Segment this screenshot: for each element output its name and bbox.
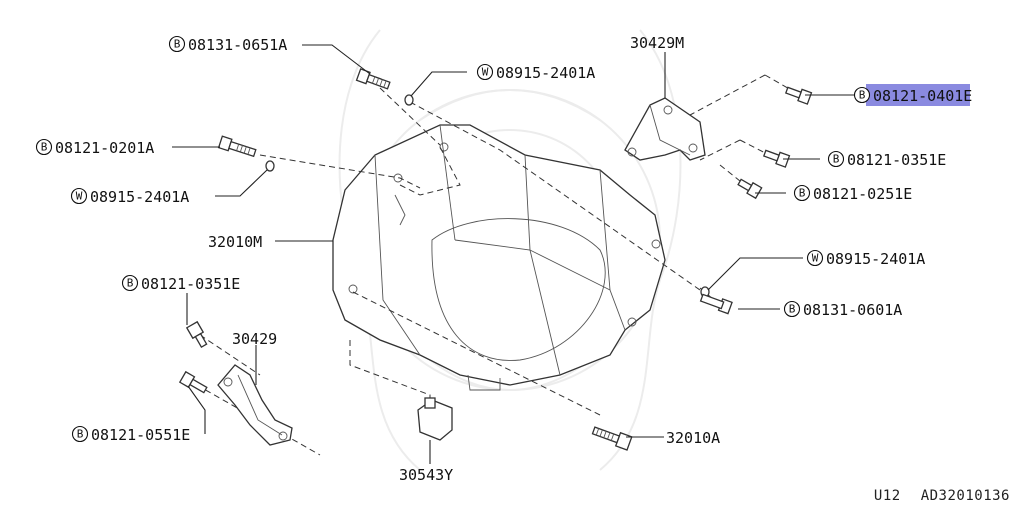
callout-7-label: 08121-0401E [873, 87, 972, 105]
callout-5-label: 32010M [208, 233, 262, 251]
washer-left [265, 160, 275, 172]
callout-8-label: 08121-0351E [847, 151, 946, 169]
callout-11-label: 08131-0601A [803, 301, 902, 319]
callout-11-badge: B [789, 303, 796, 316]
bolt-08131-0601A [699, 293, 733, 315]
callout-12-badge: B [127, 277, 134, 290]
callout-10-badge: W [812, 252, 819, 265]
callout-2-label: 08915-2401A [496, 64, 595, 82]
callout-10-label: 08915-2401A [826, 250, 925, 268]
bracket-30429M [624, 97, 706, 161]
part-30543Y [417, 397, 453, 441]
washer-upper [404, 94, 414, 106]
bolt-08121-0251E [737, 178, 763, 200]
bolt-08121-0551E [178, 370, 208, 394]
callout-14-label: 08121-0551E [91, 426, 190, 444]
bolt-08121-0351E-right [762, 149, 791, 168]
callout-1-label: 08131-0651A [188, 36, 287, 54]
bracket-30429 [217, 364, 293, 446]
callout-14-badge: B [77, 428, 84, 441]
callout-16-label: 30543Y [399, 466, 453, 484]
bolt-08131-0651A [355, 68, 391, 90]
leader-lines [172, 44, 856, 464]
bolt-08121-0351E-left [185, 320, 208, 348]
callout-7-badge: B [859, 89, 866, 102]
callout-2-badge: W [482, 66, 489, 79]
callout-1-badge: B [174, 38, 181, 51]
callout-12-label: 08121-0351E [141, 275, 240, 293]
highlight-box [866, 84, 970, 106]
callout-labels: B 08131-0651A W 08915-2401A B 08121-0201… [35, 34, 972, 484]
bolt-08121-0201A [217, 135, 257, 158]
callout-9-badge: B [799, 187, 806, 200]
callout-13-label: 30429 [232, 330, 277, 348]
callout-8-badge: B [833, 153, 840, 166]
callout-4-badge: W [76, 190, 83, 203]
diagram-footer: U12 AD32010136 [854, 488, 1010, 504]
callout-3-badge: B [41, 141, 48, 154]
callout-4-label: 08915-2401A [90, 188, 189, 206]
bolt-08121-0401E [784, 86, 813, 105]
callout-6-label: 30429M [630, 34, 684, 52]
fasteners [178, 68, 813, 451]
callout-3-label: 08121-0201A [55, 139, 154, 157]
footer-diagram-code: AD32010136 [920, 488, 1010, 504]
transmission-case [332, 124, 666, 391]
callout-9-label: 08121-0251E [813, 185, 912, 203]
callout-15-label: 32010A [666, 429, 720, 447]
bolt-32010A [591, 426, 633, 451]
footer-page-code: U12 [873, 488, 901, 504]
